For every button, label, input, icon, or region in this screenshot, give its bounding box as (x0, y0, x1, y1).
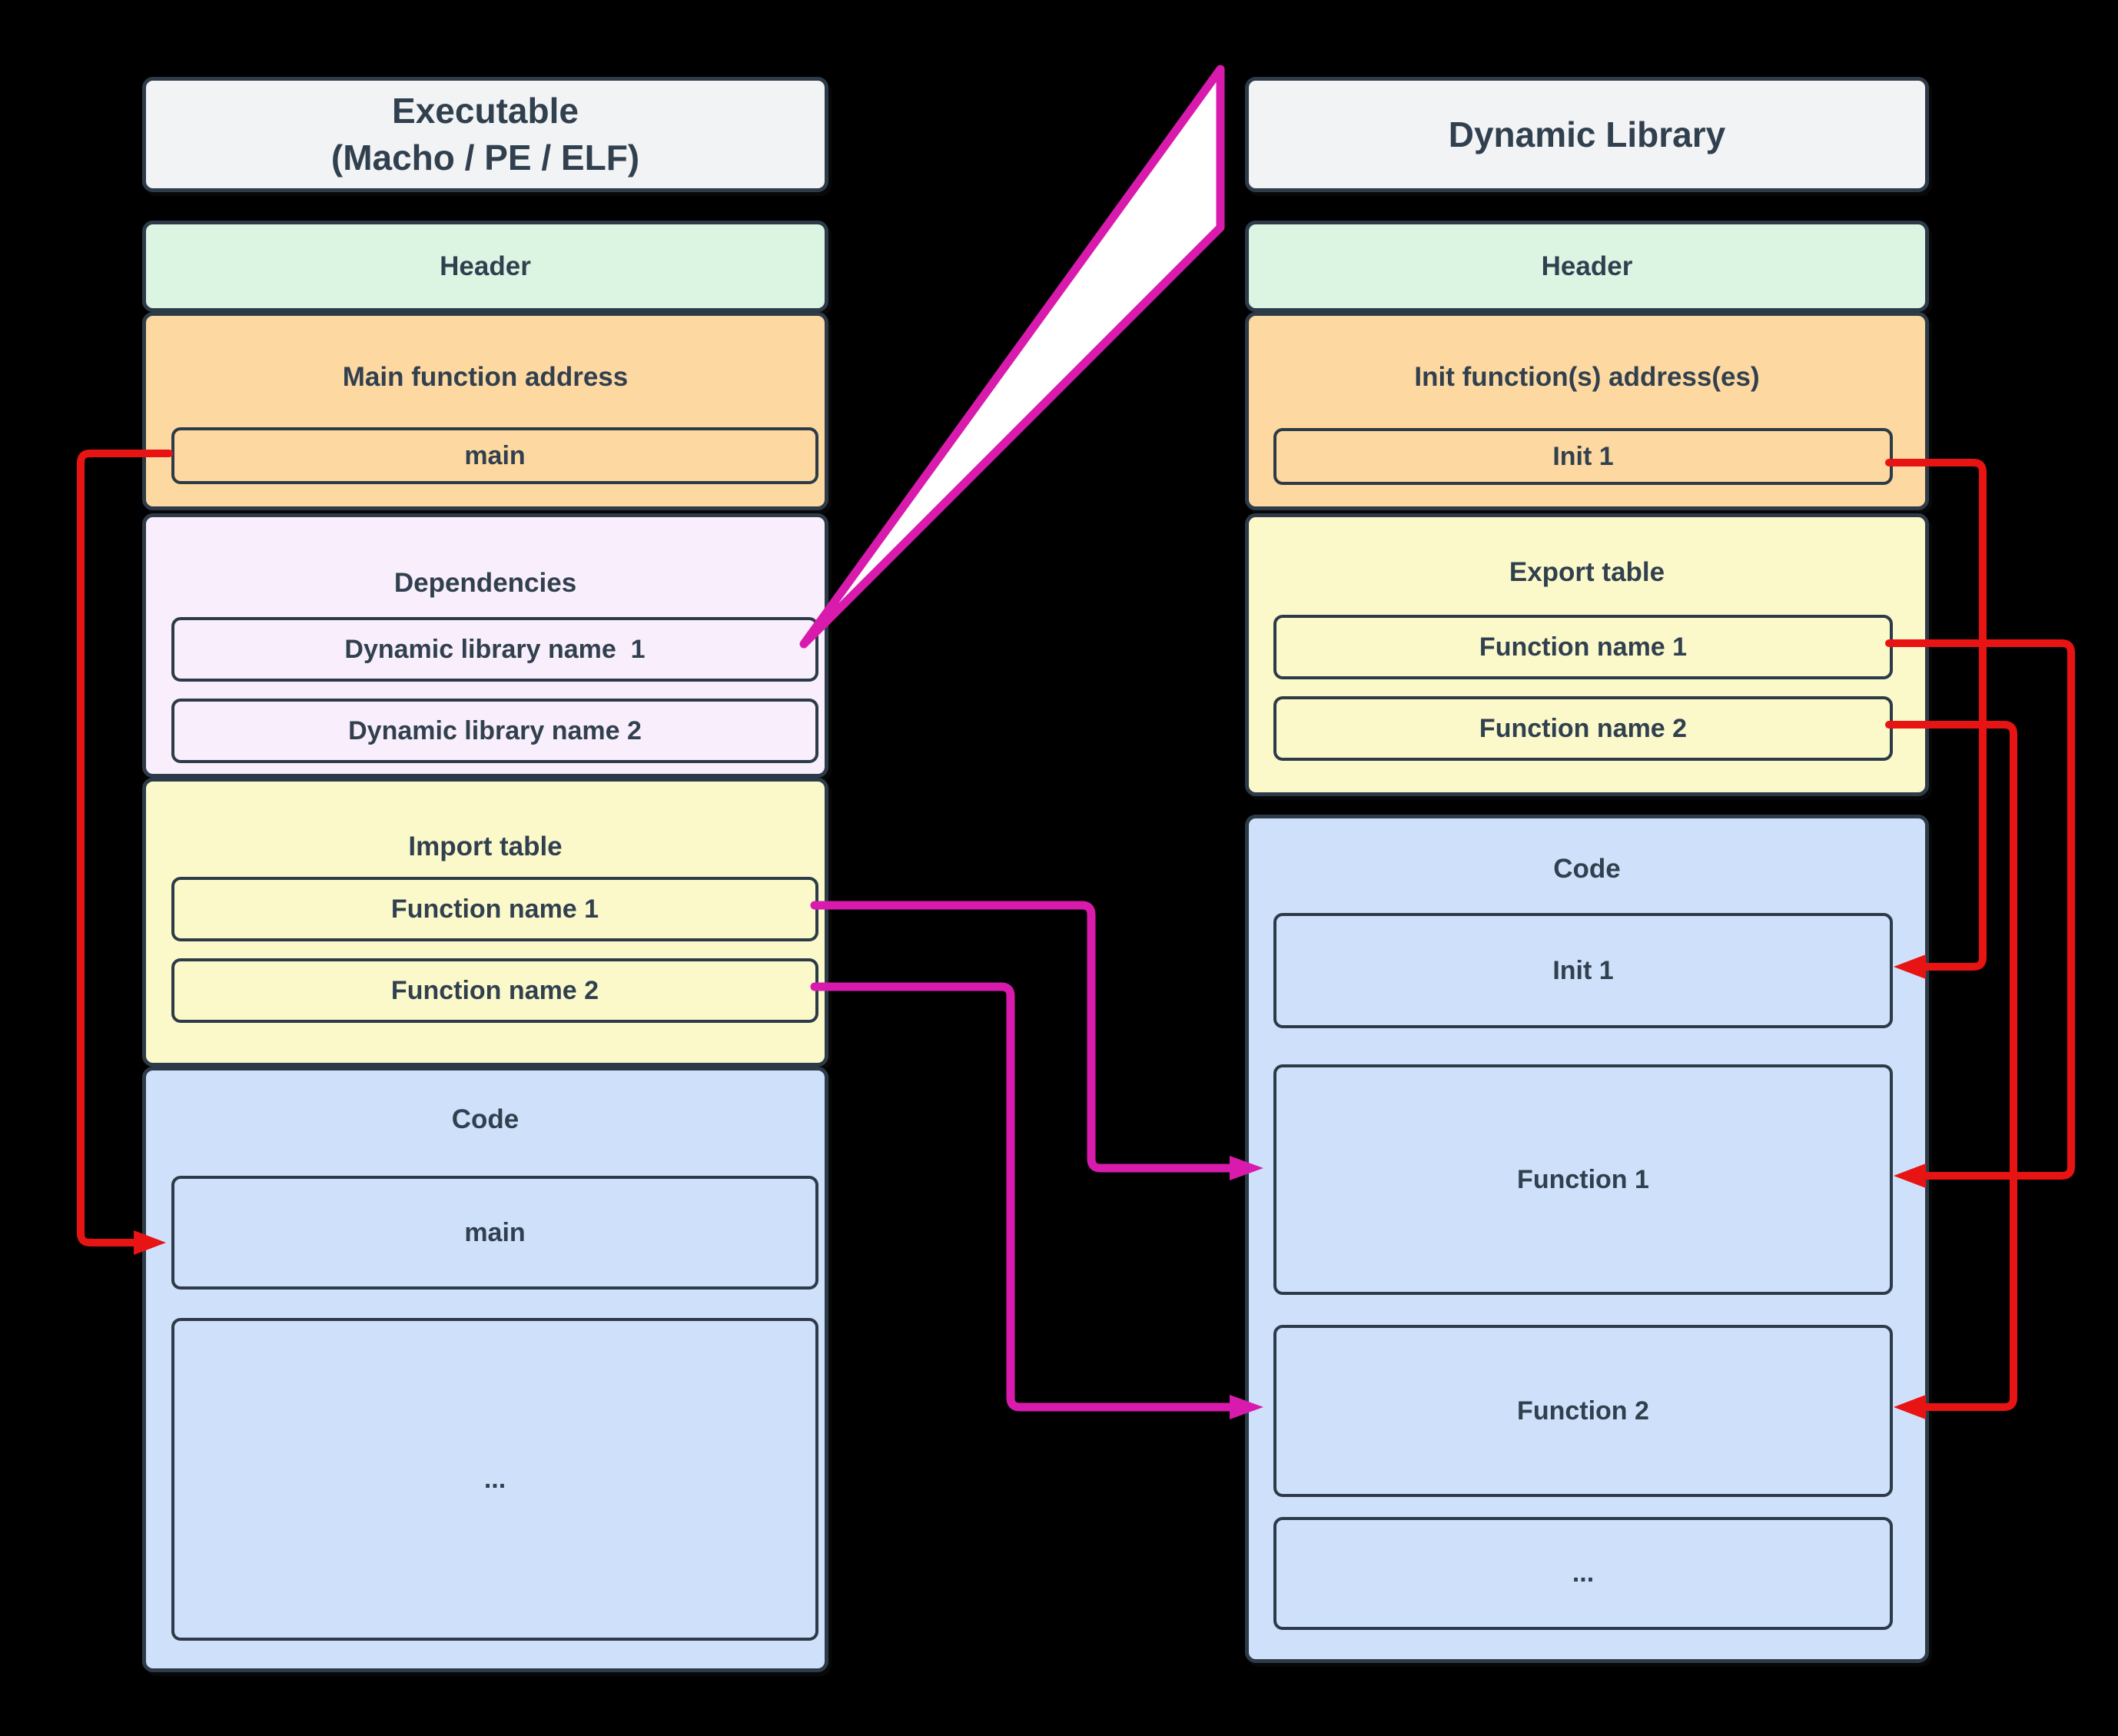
dependencies-label: Dependencies (393, 568, 577, 598)
code-main-box: main (171, 1176, 818, 1290)
library-export-table-section: Export table Function name 1 Function na… (1245, 513, 1929, 796)
executable-title-line-2: (Macho / PE / ELF) (330, 138, 640, 178)
executable-title-box: Executable (Macho / PE / ELF) (142, 77, 828, 192)
dynamic-library-title-box: Dynamic Library (1245, 77, 1929, 192)
executable-header-section: Header (142, 221, 828, 312)
code-function-2-box: Function 2 (1273, 1325, 1893, 1497)
dependency-dynamic-library-1: Dynamic library name 1 (171, 617, 818, 682)
arrow-import-2-to-function-2 (810, 982, 1263, 1419)
export-function-name-2: Function name 2 (1273, 696, 1893, 761)
library-code-section: Code Init 1 Function 1 Function 2 ... (1245, 815, 1929, 1663)
code-function-1-box: Function 1 (1273, 1064, 1893, 1295)
library-code-label: Code (1553, 854, 1621, 884)
executable-title-line-1: Executable (392, 91, 579, 131)
library-init-address-section: Init function(s) address(es) Init 1 (1245, 312, 1929, 510)
import-table-label: Import table (408, 831, 563, 861)
code-library-ellipsis-box: ... (1273, 1517, 1893, 1630)
code-ellipsis-box: ... (171, 1318, 818, 1641)
export-function-name-1: Function name 1 (1273, 615, 1893, 679)
import-function-name-1: Function name 1 (171, 877, 818, 941)
dependency-to-library-callout-arrow (799, 65, 1225, 649)
executable-import-table-section: Import table Function name 1 Function na… (142, 778, 828, 1067)
executable-dependencies-section: Dependencies Dynamic library name 1 Dyna… (142, 513, 828, 778)
main-address-label: Main function address (342, 362, 629, 392)
init-address-label: Init function(s) address(es) (1414, 362, 1760, 392)
executable-main-address-section: Main function address main (142, 312, 828, 510)
executable-header-label: Header (440, 251, 531, 281)
import-function-name-2: Function name 2 (171, 958, 818, 1023)
arrow-import-1-to-function-1 (810, 901, 1263, 1180)
dynamic-library-title-line: Dynamic Library (1448, 114, 1726, 154)
dependency-dynamic-library-2: Dynamic library name 2 (171, 699, 818, 763)
export-table-label: Export table (1509, 557, 1665, 587)
main-address-entry: main (171, 427, 818, 484)
library-header-label: Header (1541, 251, 1633, 281)
library-header-section: Header (1245, 221, 1929, 312)
code-init-1-box: Init 1 (1273, 913, 1893, 1028)
init-address-entry: Init 1 (1273, 428, 1893, 485)
executable-code-section: Code main ... (142, 1067, 828, 1672)
executable-code-label: Code (451, 1104, 520, 1134)
